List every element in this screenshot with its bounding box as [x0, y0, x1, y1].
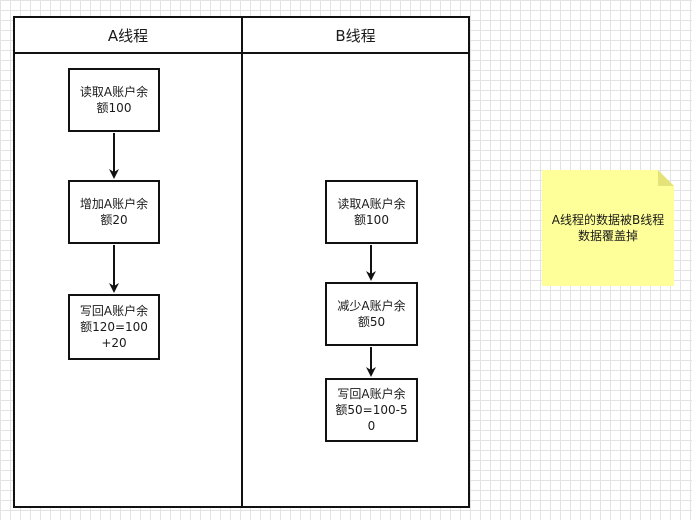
sticky-note[interactable]: A线程的数据被B线程数据覆盖掉	[542, 170, 674, 286]
node-b-subtract-balance[interactable]: 减少A账户余额50	[325, 282, 418, 346]
node-b-read-balance[interactable]: 读取A账户余额100	[325, 180, 418, 244]
swimlane-b-title: B线程	[243, 18, 468, 54]
sticky-note-fold	[658, 170, 674, 186]
node-a-add-balance[interactable]: 增加A账户余额20	[68, 180, 160, 244]
sticky-note-text: A线程的数据被B线程数据覆盖掉	[551, 213, 665, 243]
swimlane-a-title: A线程	[15, 18, 241, 54]
node-a-read-balance[interactable]: 读取A账户余额100	[68, 68, 160, 132]
swimlane-b: B线程	[241, 16, 470, 508]
node-a-write-balance[interactable]: 写回A账户余额120=100+20	[68, 294, 160, 360]
node-b-write-balance[interactable]: 写回A账户余额50=100-50	[325, 378, 418, 442]
